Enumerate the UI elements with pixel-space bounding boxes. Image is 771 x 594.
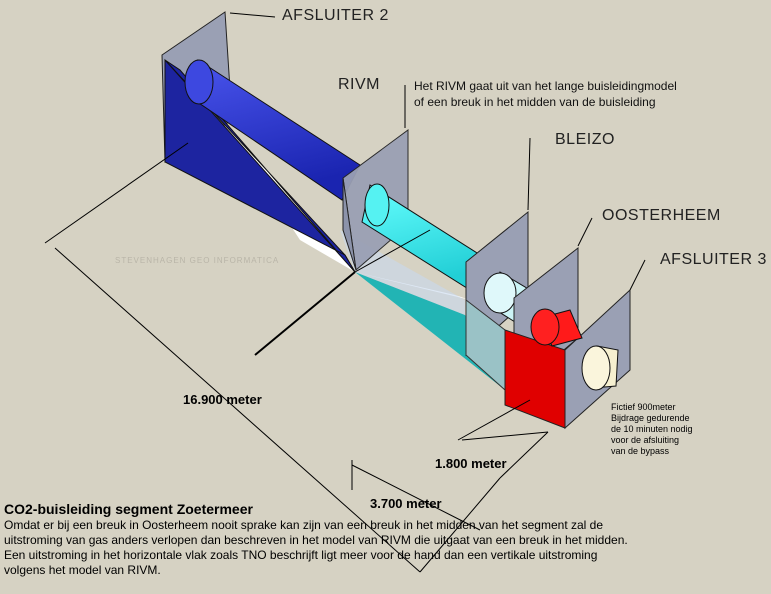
caption-line: Een uitstroming in het horizontale vlak … <box>4 548 598 562</box>
dimension-total: 16.900 meter <box>183 392 262 407</box>
fictief-note-line: Fictief 900meter <box>611 402 676 412</box>
dim-line-short-ext <box>457 399 531 441</box>
dimension-short: 1.800 meter <box>435 456 507 471</box>
pipe-red-end <box>530 308 560 346</box>
pipe-lightcyan-end <box>483 272 517 314</box>
leader-arrow <box>527 137 531 211</box>
bleizo-label: BLEIZO <box>555 131 615 148</box>
afsluiter2-label: AFSLUITER 2 <box>282 7 389 24</box>
watermark: STEVENHAGEN GEO INFORMATICA <box>115 256 280 265</box>
caption-line: Omdat er bij een breuk in Oosterheem noo… <box>4 518 604 532</box>
dim-line-short-ext2 <box>499 431 549 479</box>
caption-body: Omdat er bij een breuk in Oosterheem noo… <box>4 518 764 578</box>
dim-line-total <box>54 247 421 573</box>
caption: CO2-buisleiding segment Zoetermeer Omdat… <box>4 500 764 578</box>
rivm-plate-lower <box>342 177 357 271</box>
caption-line: volgens het model van RIVM. <box>4 563 161 577</box>
pipe-cyan-end <box>364 183 390 227</box>
fictief-note-line: voor de afsluiting <box>611 435 680 445</box>
leader-arrow <box>629 259 646 291</box>
pipe-cream-end <box>581 345 611 391</box>
fictief-note: Fictief 900meter Bijdrage gedurende de 1… <box>611 402 693 457</box>
pipe-blue-end <box>184 59 214 105</box>
leader-arrow <box>577 217 593 247</box>
rivm-note-line1: Het RIVM gaat uit van het lange buisleid… <box>414 79 677 93</box>
dim-line-seg-ext2 <box>419 477 501 573</box>
leader-arrow <box>229 12 276 18</box>
fictief-note-line: Bijdrage gedurende <box>611 413 690 423</box>
afsluiter3-label: AFSLUITER 3 <box>660 251 767 268</box>
fictief-note-line: de 10 minuten nodig <box>611 424 693 434</box>
oosterheem-label: OOSTERHEEM <box>602 207 721 224</box>
axis-line-2 <box>354 229 431 273</box>
floor-teal <box>355 272 505 390</box>
left-side-navy <box>164 58 356 273</box>
caption-line: uitstroming van gas anders verlopen dan … <box>4 533 628 547</box>
rivm-note-line2: of een breuk in het midden van de buisle… <box>414 95 656 109</box>
caption-title: CO2-buisleiding segment Zoetermeer <box>4 501 253 517</box>
dimension-segment: 3.700 meter <box>370 496 442 511</box>
dim-line-total-ext1 <box>44 142 189 244</box>
dim-line-short <box>461 431 549 441</box>
axis-line-1 <box>254 271 356 356</box>
dim-line-seg <box>351 464 481 531</box>
rivm-label: RIVM <box>338 76 380 93</box>
fictief-note-line: van de bypass <box>611 446 670 456</box>
